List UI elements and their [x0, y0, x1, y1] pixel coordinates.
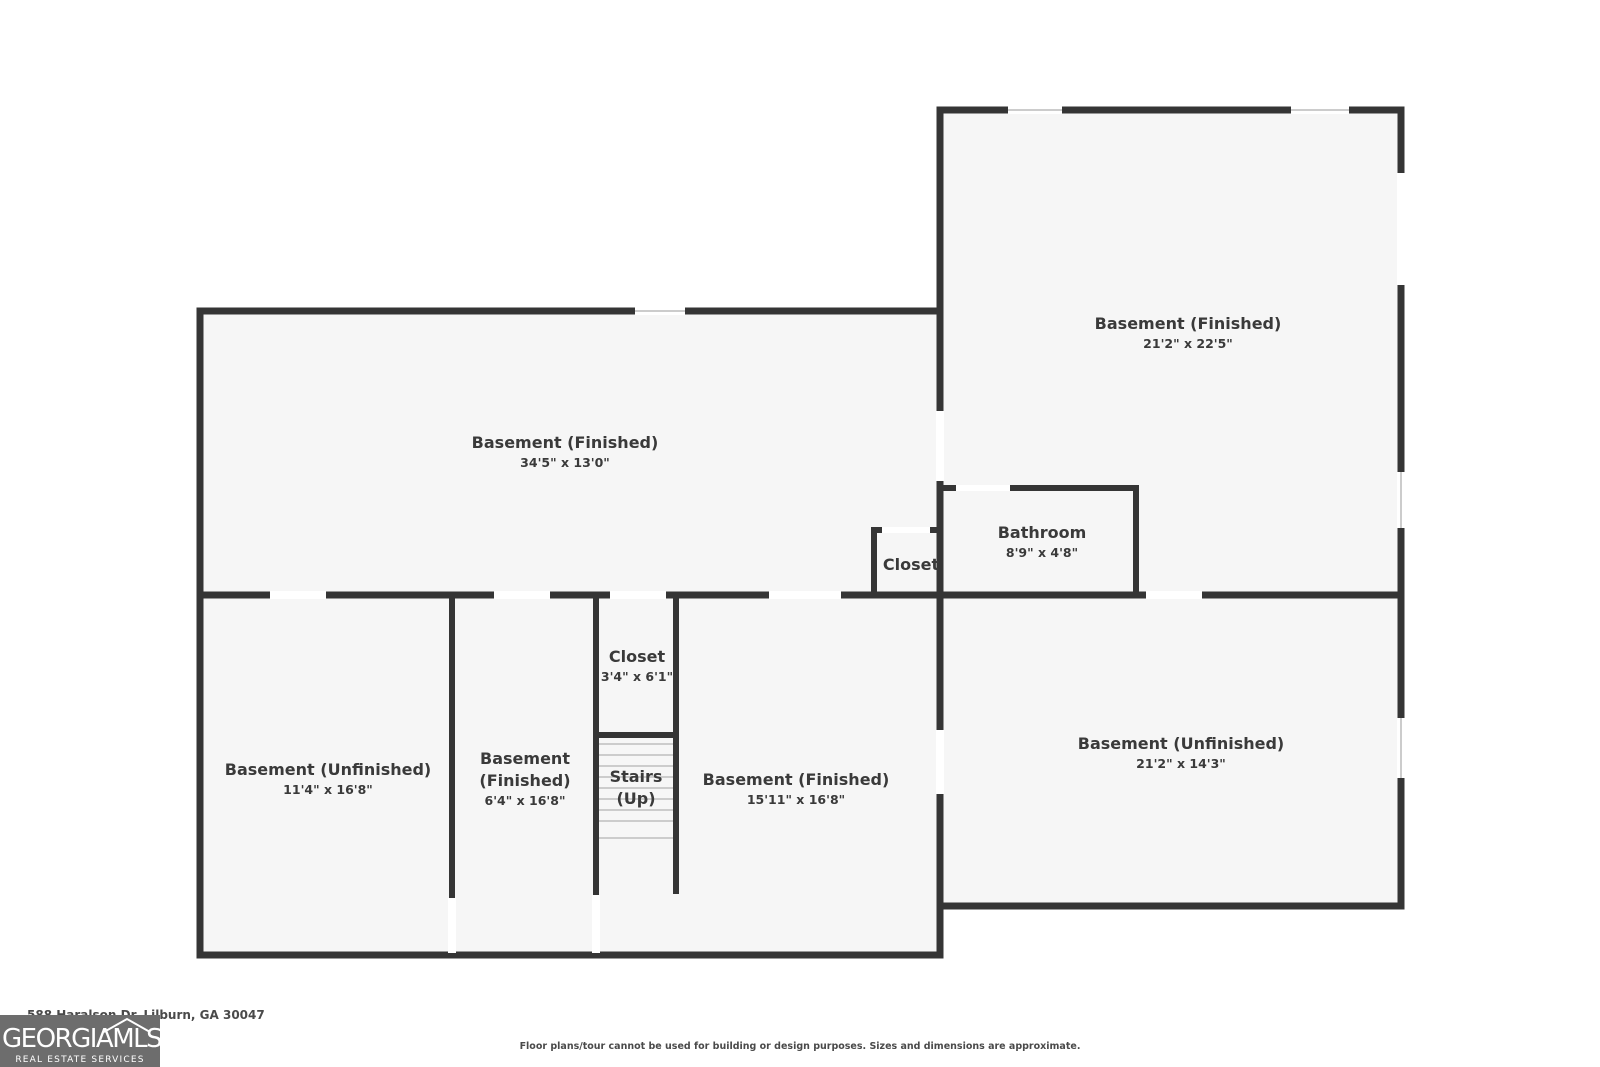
- room-name-bathroom: Bathroom: [998, 523, 1087, 542]
- disclaimer-text: Floor plans/tour cannot be used for buil…: [519, 1041, 1081, 1052]
- room-name-closet-small: Closet: [883, 555, 940, 574]
- room-name-basement-finished-center: Basement (Finished): [703, 770, 890, 789]
- room-name-basement-finished-narrow-line2: (Finished): [479, 771, 570, 790]
- room-dims-basement-unfinished-right: 21'2" x 14'3": [1136, 756, 1226, 771]
- logo-tagline: REAL ESTATE SERVICES: [15, 1055, 145, 1065]
- room-name-closet-center: Closet: [609, 647, 666, 666]
- room-name-basement-unfinished-right: Basement (Unfinished): [1078, 734, 1284, 753]
- room-name-stairs-line1: Stairs: [610, 767, 663, 786]
- room-dims-basement-unfinished-left: 11'4" x 16'8": [283, 782, 373, 797]
- room-dims-basement-finished-upper-right: 21'2" x 22'5": [1143, 336, 1233, 351]
- logo-brand: GEORGIAMLS: [2, 1024, 160, 1054]
- room-name-basement-unfinished-left: Basement (Unfinished): [225, 760, 431, 779]
- room-fills: [200, 110, 1401, 954]
- room-dims-basement-finished-center: 15'11" x 16'8": [747, 792, 845, 807]
- stair-treads: [599, 743, 673, 839]
- room-labels: Basement (Finished) 34'5" x 13'0" Baseme…: [225, 314, 1284, 808]
- room-name-basement-finished-narrow-line1: Basement: [480, 749, 570, 768]
- room-name-basement-finished-upper-left: Basement (Finished): [472, 433, 659, 452]
- windows: [635, 106, 1405, 778]
- house-roof-icon: [103, 1017, 151, 1033]
- room-name-basement-finished-upper-right: Basement (Finished): [1095, 314, 1282, 333]
- room-dims-basement-finished-upper-left: 34'5" x 13'0": [520, 455, 610, 470]
- room-dims-closet-center: 3'4" x 6'1": [601, 669, 673, 684]
- openings: [270, 173, 1405, 953]
- room-dims-basement-finished-narrow: 6'4" x 16'8": [485, 793, 566, 808]
- room-name-stairs-line2: (Up): [616, 789, 655, 808]
- room-dims-bathroom: 8'9" x 4'8": [1006, 545, 1078, 560]
- georgia-mls-logo: GEORGIAMLS REAL ESTATE SERVICES: [0, 1015, 160, 1067]
